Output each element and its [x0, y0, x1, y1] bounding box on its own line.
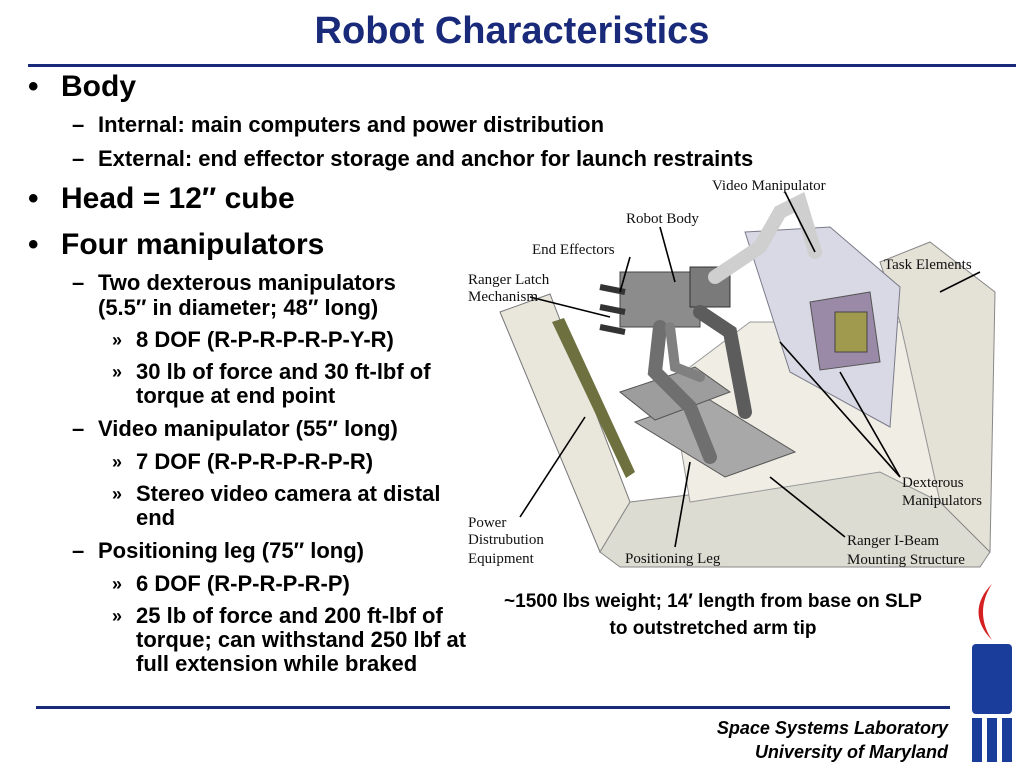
bullet-body: • Body [26, 68, 906, 106]
chevron-marker: » [112, 574, 123, 594]
dexterous-arm-right [693, 305, 752, 419]
bullet-dexterous-force: » 30 lb of force and 30 ft-lbf of torque … [26, 360, 476, 408]
bullet-text: 6 DOF (R-P-R-P-R-P) [136, 571, 350, 596]
bullet-marker: • [28, 70, 39, 103]
bullet-text: 25 lb of force and 200 ft-lbf of torque;… [136, 603, 467, 676]
bullet-body-internal: –Internal: main computers and power dist… [26, 112, 906, 138]
bullet-text: Internal: main computers and power distr… [98, 112, 605, 137]
dash-marker: – [72, 416, 85, 441]
bullet-marker: • [28, 182, 39, 215]
bullet-text: Four manipulators [61, 228, 325, 261]
bullet-text: 30 lb of force and 30 ft-lbf of torque a… [136, 359, 431, 408]
bullet-text: Body [61, 70, 136, 103]
bullet-text: Head = 12″ cube [61, 182, 295, 215]
title-rule [28, 64, 1016, 67]
chevron-marker: » [112, 606, 123, 626]
caption-line-1: ~1500 lbs weight; 14′ length from base o… [504, 591, 922, 612]
bullet-leg-force: » 25 lb of force and 200 ft-lbf of torque… [26, 604, 472, 676]
label-power-1: Power [468, 515, 506, 531]
label-power-2: Distrubution [468, 532, 544, 548]
chevron-marker: » [112, 452, 123, 472]
positioning-leg [665, 322, 705, 382]
slide-title: Robot Characteristics [314, 10, 710, 52]
bullet-leg: –Positioning leg (75″ long) [26, 538, 906, 564]
footer-lab: Space Systems Laboratory [716, 718, 948, 738]
bullet-leg-dof: » 6 DOF (R-P-R-P-R-P) [26, 572, 906, 596]
video-manipulator-arm [708, 192, 822, 284]
bullet-body-external: –External: end effector storage and anch… [26, 146, 906, 172]
footer-rule [36, 706, 950, 709]
bullet-head: • Head = 12″ cube [26, 180, 906, 218]
robot-body-block [619, 271, 701, 328]
leader-lines [519, 191, 981, 548]
dash-marker: – [72, 538, 85, 563]
bullet-text: 8 DOF (R-P-R-P-R-P-Y-R) [136, 327, 394, 352]
label-positioning-leg: Positioning Leg [625, 551, 721, 567]
label-ranger-latch-1: Ranger Latch [468, 272, 550, 288]
bullet-video-camera: » Stereo video camera at distal end [26, 482, 454, 530]
bullet-text: Positioning leg (75″ long) [98, 538, 364, 563]
bullet-video: –Video manipulator (55″ long) [26, 416, 906, 442]
label-dexterous-2: Manipulators [902, 493, 982, 509]
footer: Space Systems Laboratory University of M… [717, 716, 948, 764]
bullet-text: Video manipulator (55″ long) [98, 416, 398, 441]
label-end-effectors: End Effectors [532, 242, 615, 258]
dash-marker: – [72, 112, 85, 137]
bullet-text: External: end effector storage and ancho… [98, 146, 754, 171]
ssl-logo-icon: SSL [972, 584, 1018, 762]
dexterous-arm-left [647, 320, 717, 464]
dash-marker: – [72, 270, 85, 295]
label-task-elements: Task Elements [884, 257, 972, 273]
logo-text: SSL [1009, 658, 1018, 701]
bullet-list: •Body –Internal: main computers and powe… [26, 66, 906, 676]
task-element-gold [834, 311, 868, 353]
bullet-text: 7 DOF (R-P-R-P-R-P-R) [136, 449, 374, 474]
label-video-manipulator: Video Manipulator [712, 178, 826, 194]
bullet-dexterous: –Two dexterous manipulators (5.5″ in dia… [26, 270, 450, 320]
bullet-marker: • [28, 228, 39, 261]
bullet-manipulators: • Four manipulators [26, 226, 906, 264]
chevron-marker: » [112, 484, 123, 504]
label-robot-body: Robot Body [626, 211, 699, 227]
power-equipment-strip [552, 318, 635, 478]
bullet-text: Two dexterous manipulators (5.5″ in diam… [98, 270, 396, 320]
label-power-3: Equipment [468, 551, 535, 567]
label-ibeam-2: Mounting Structure [847, 552, 965, 568]
dash-marker: – [72, 146, 85, 171]
footer-university: University of Maryland [754, 742, 948, 762]
caption-line-2: to outstretched arm tip [609, 618, 817, 639]
label-dexterous-1: Dexterous [902, 475, 964, 491]
bullet-video-dof: » 7 DOF (R-P-R-P-R-P-R) [26, 450, 906, 474]
robot-illustration: Video Manipulator Robot Body End Effecto… [468, 178, 996, 568]
chevron-marker: » [112, 362, 123, 382]
label-ibeam-1: Ranger I-Beam [847, 533, 939, 549]
label-ranger-latch-2: Mechanism [468, 289, 538, 305]
bullet-dexterous-dof: » 8 DOF (R-P-R-P-R-P-Y-R) [26, 328, 906, 352]
bullet-text: Stereo video camera at distal end [136, 481, 441, 530]
figure-caption: ~1500 lbs weight; 14′ length from base o… [458, 588, 968, 642]
chevron-marker: » [112, 330, 123, 350]
